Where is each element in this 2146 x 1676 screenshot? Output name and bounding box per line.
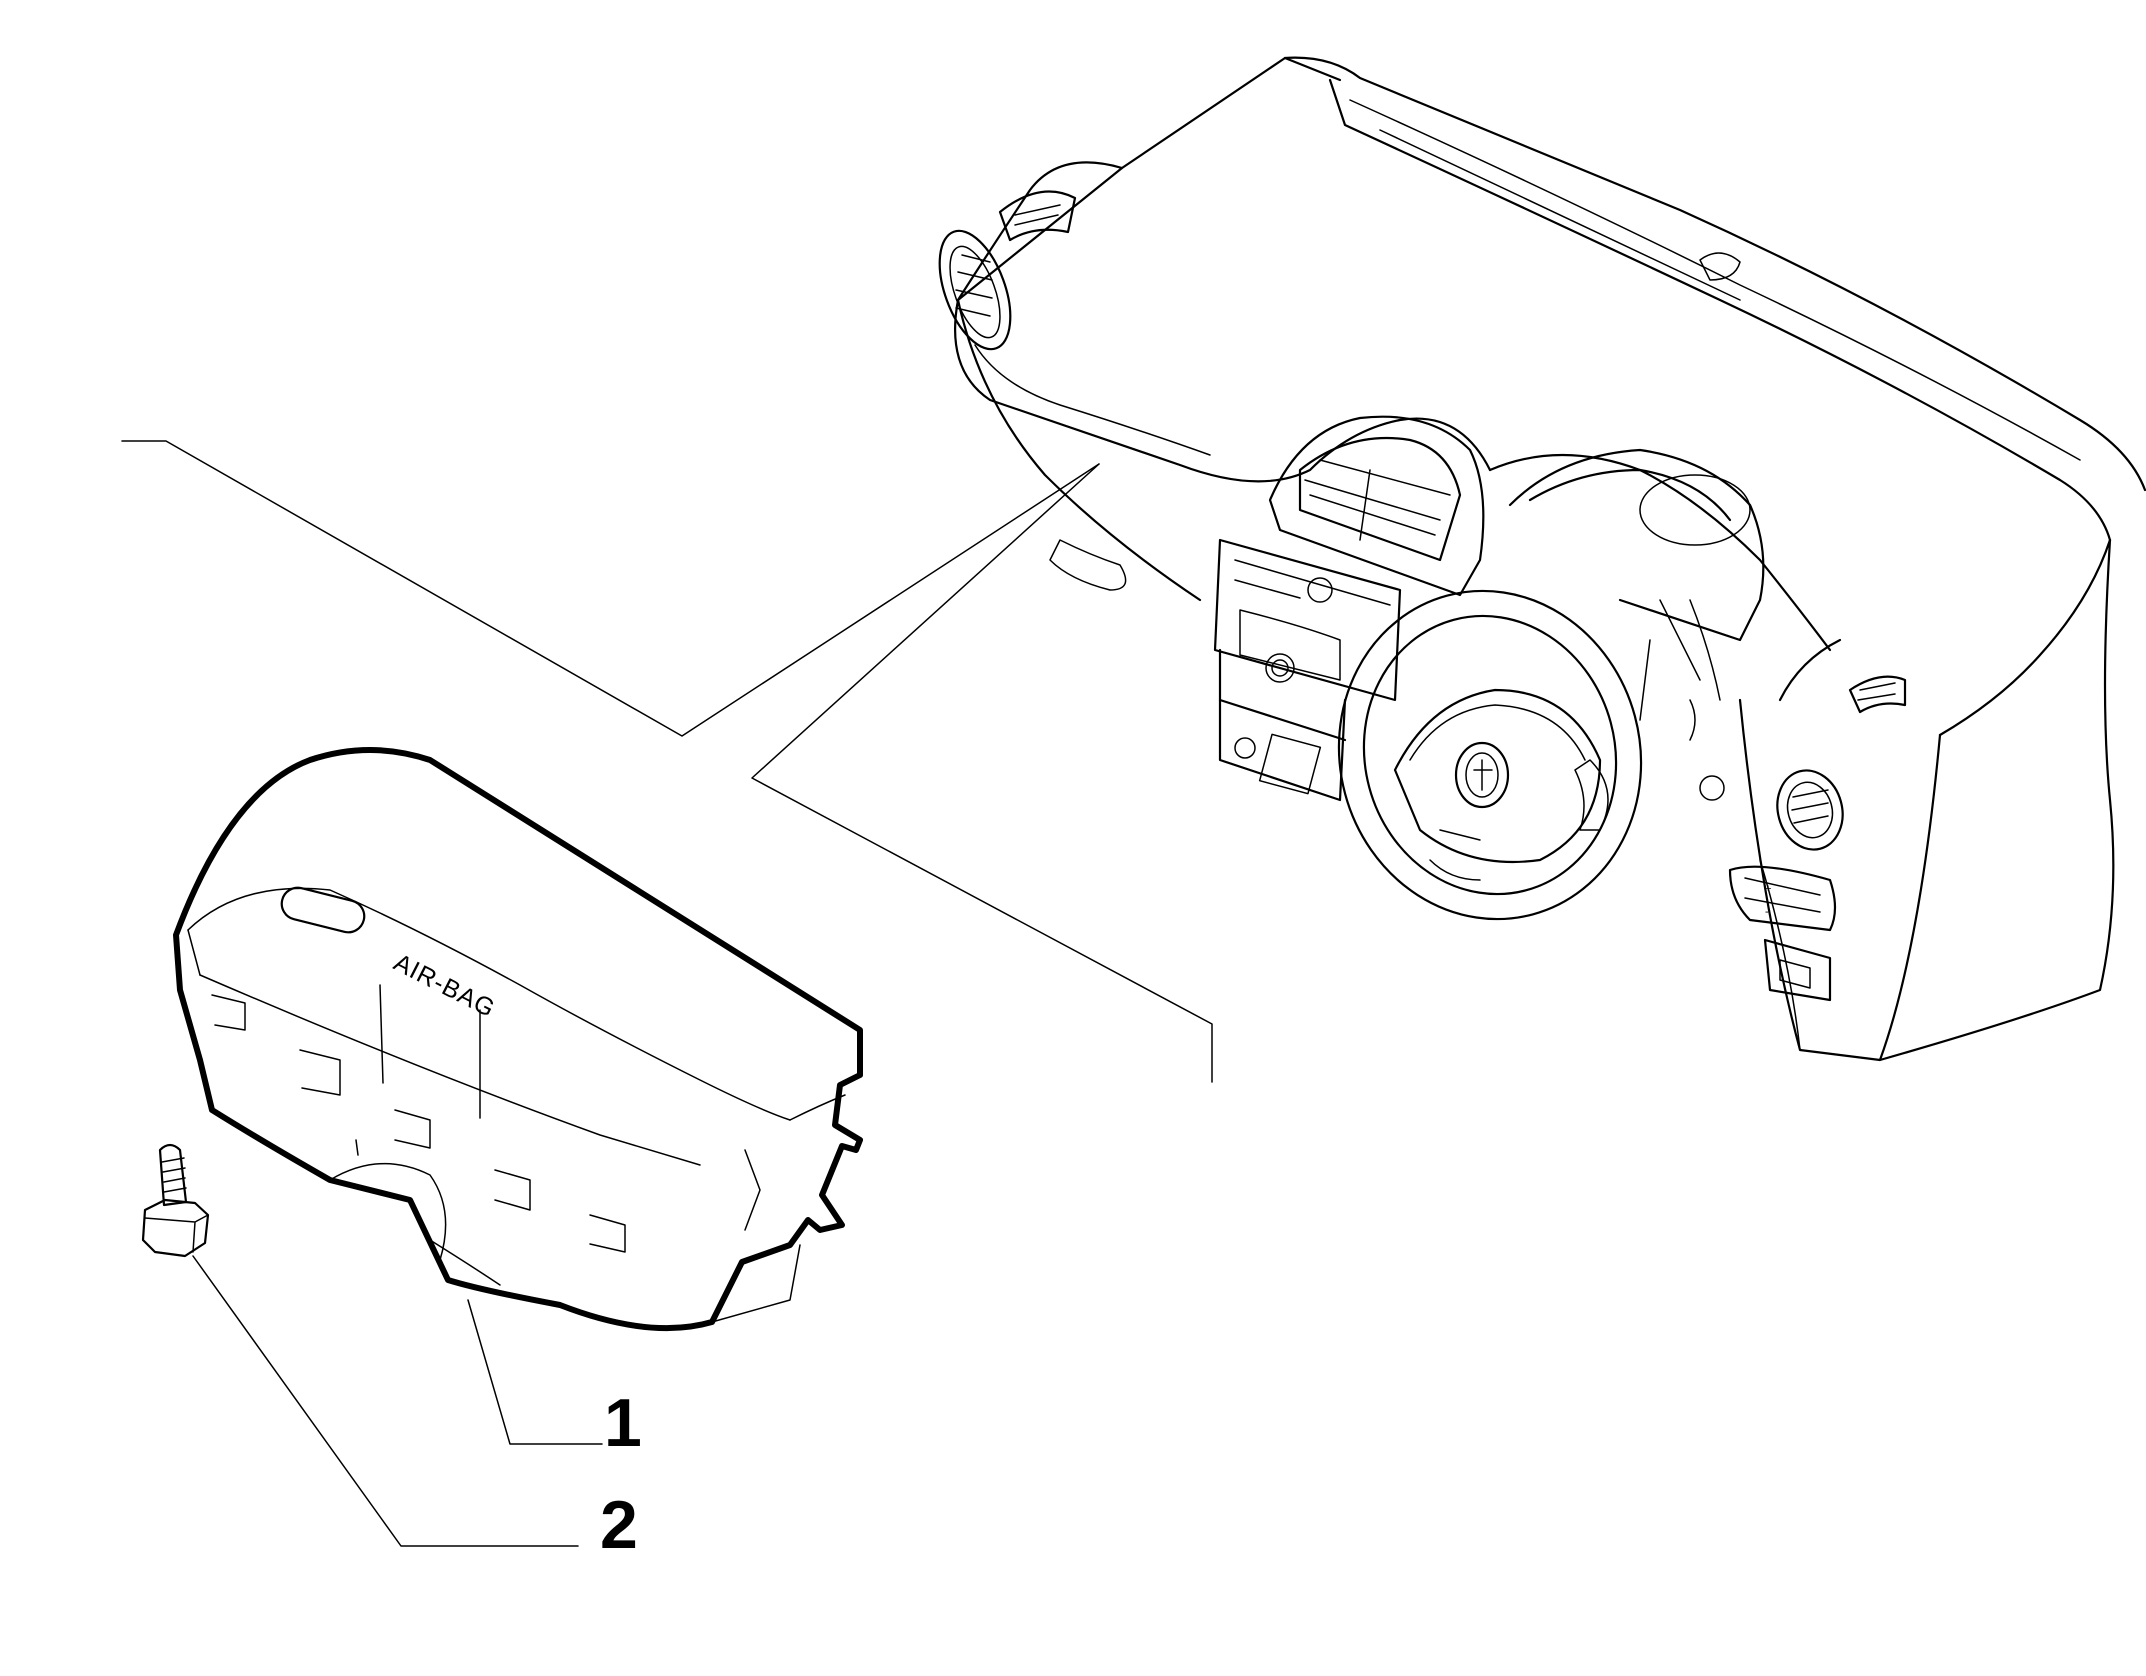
leader-line-callout-2 (192, 1255, 579, 1547)
bolt (141, 1143, 210, 1258)
leader-line-callout-1 (467, 1299, 603, 1445)
callout-number-2: 2 (600, 1487, 638, 1563)
left-vent-icon (938, 190, 1077, 351)
dashboard-assembly: + - (938, 56, 2146, 1062)
leader-line-upper (121, 440, 1100, 737)
callout-number-1: 1 (604, 1385, 642, 1461)
airbag-module: AIR-BAG (173, 747, 863, 1332)
instrument-cluster (1508, 448, 1765, 701)
steering-wheel (1337, 589, 1643, 921)
right-vent-icon (1776, 675, 1907, 851)
leader-lines (121, 440, 1213, 1547)
panel-minus-label: - (1765, 906, 1769, 918)
badge-recess (280, 886, 366, 934)
center-console (1213, 415, 1485, 802)
leader-line-lower (751, 463, 1213, 1083)
